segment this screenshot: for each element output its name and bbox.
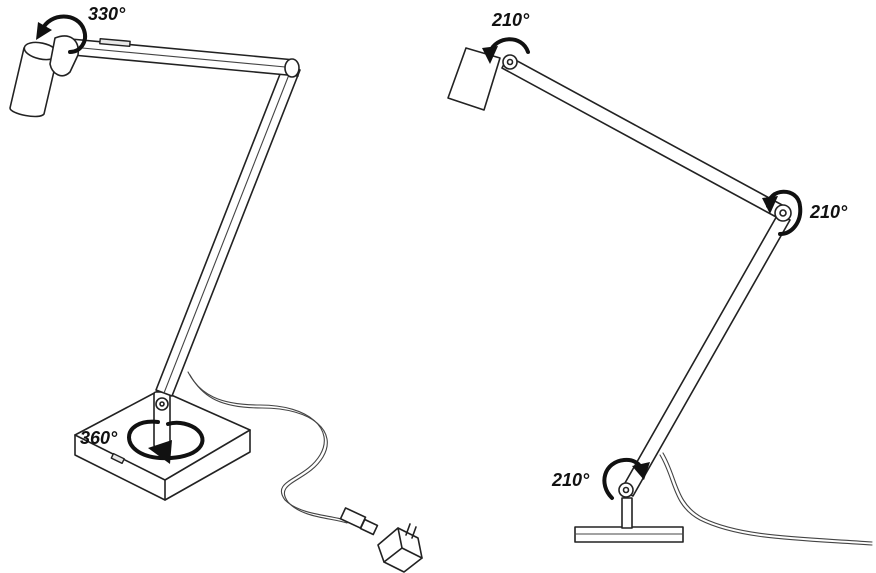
head-rotation-label: 330° [88, 4, 126, 24]
right-lamp [447, 37, 873, 546]
base-switch [110, 452, 125, 465]
cable-connector [339, 507, 379, 536]
left-lamp-head [9, 35, 80, 118]
right-power-cable [659, 454, 873, 546]
arm-touch-control [99, 38, 131, 47]
base-joint-arrow [602, 457, 650, 500]
right-lamp-lower-arm [618, 213, 791, 498]
left-lamp-stem [153, 391, 171, 448]
base-rotation-label: 360° [80, 428, 118, 448]
left-lamp-arm [59, 37, 301, 397]
power-adapter [377, 523, 423, 573]
head-joint-label: 210° [491, 10, 530, 30]
head-rotation-arrow [36, 14, 87, 54]
right-lamp-head [447, 47, 518, 111]
head-joint-arrow [482, 37, 530, 64]
elbow-joint-label: 210° [809, 202, 848, 222]
elbow-joint-arrow [762, 189, 803, 236]
right-lamp-base [574, 497, 684, 543]
base-joint-label: 210° [551, 470, 590, 490]
right-lamp-upper-arm [501, 55, 792, 222]
base-rotation-arrow [127, 419, 205, 464]
power-cable [187, 371, 346, 521]
left-lamp [9, 14, 423, 573]
